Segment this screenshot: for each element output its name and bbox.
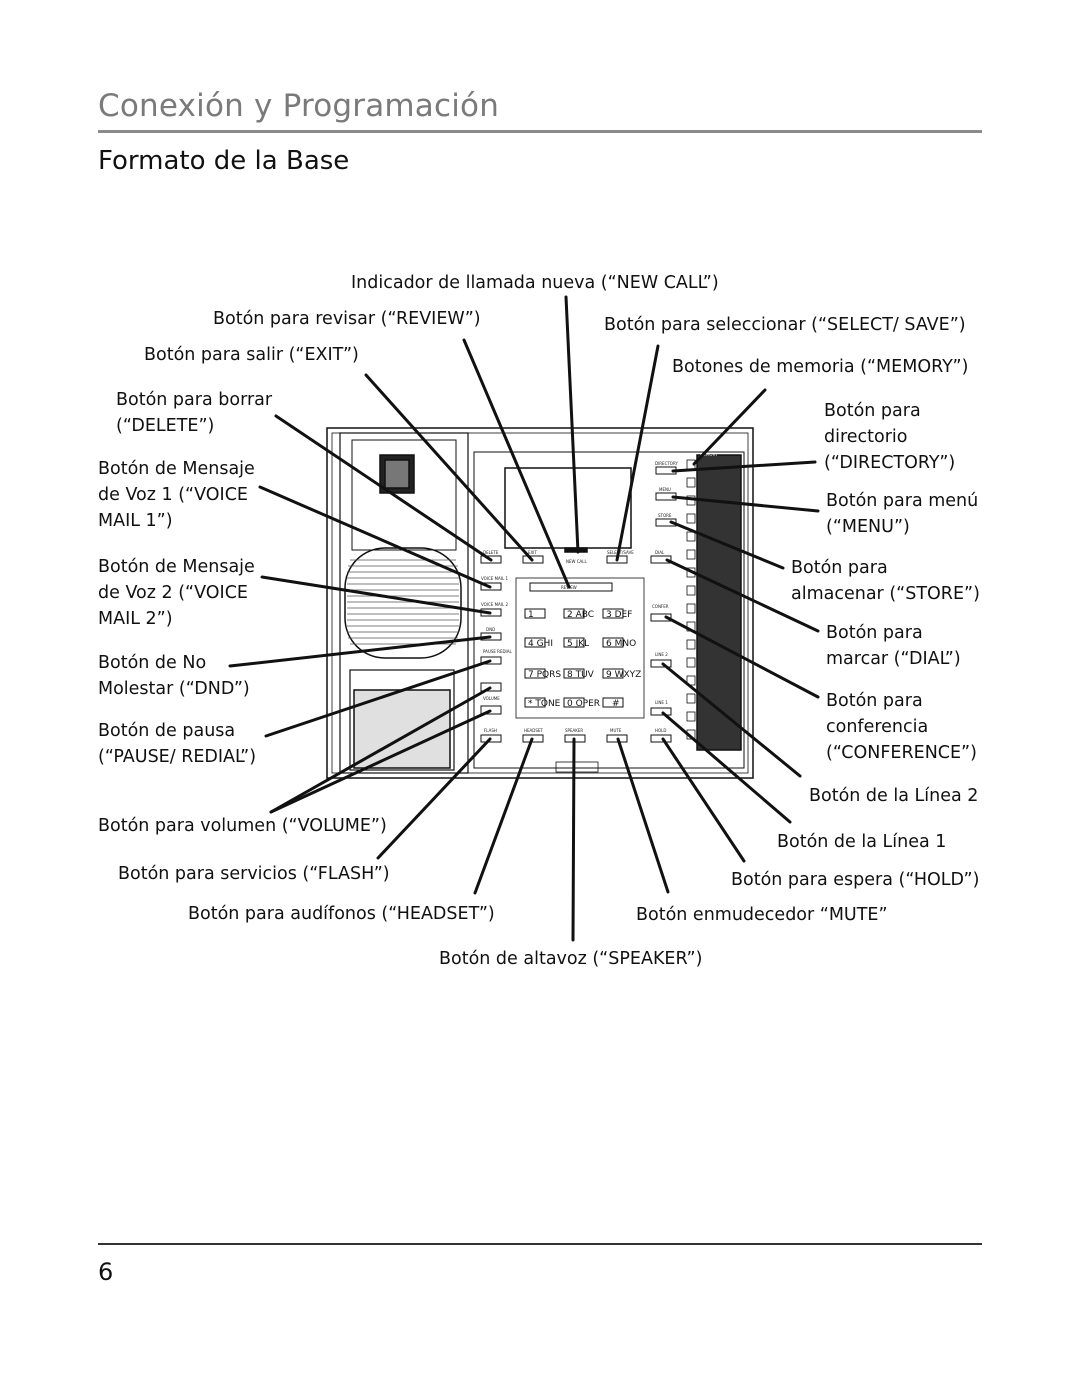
grille-lines [347,559,459,645]
phone-label-line-1: LINE 1 [655,700,668,705]
key-8: 8 TUV [567,670,595,680]
phone-label-menu: MENU [659,487,671,492]
callout-mute: Botón enmudecedor “MUTE” [636,905,888,925]
callout-store-line-1: Botón para [791,558,888,578]
callout-dial-line-2: marcar (“DIAL”) [826,649,961,669]
page-heading: Formato de la Base [98,146,350,176]
memory-keys [686,459,696,740]
callout-voicemail1-line-1: Botón de Mensaje [98,459,255,479]
phone-label-pause-redial: PAUSE REDIAL [483,649,512,654]
callout-conference-line-1: Botón para [826,691,923,711]
callout-pause-line-2: (“PAUSE/ REDIAL”) [98,747,257,767]
callout-voicemail2-line-3: MAIL 2”) [98,609,173,629]
phone-label-new-call: NEW CALL [566,559,588,564]
callout-volume: Botón para volumen (“VOLUME”) [98,816,387,836]
callout-menu-line-2: (“MENU”) [826,517,910,537]
phone-label-volume: VOLUME [483,696,500,701]
key-7: 7 PQRS [528,670,561,680]
callout-conference-line-3: (“CONFERENCE”) [826,743,977,763]
page-number: 6 [98,1258,114,1286]
phone-label-voice-mail-2: VOICE MAIL 2 [481,602,508,607]
key-6: 6 MNO [606,639,636,649]
callout-hold: Botón para espera (“HOLD”) [731,870,980,890]
callout-pause-line-1: Botón de pausa [98,721,236,741]
callout-directory-line-1: Botón para [824,401,921,421]
callout-review: Botón para revisar (“REVIEW”) [213,309,481,329]
phone-label-headset: HEADSET [524,728,543,733]
phone-label-dnd: DND [486,627,495,632]
title-rule [98,130,982,133]
phone-label-conference: CONFER [652,604,669,609]
leader-lines [228,295,820,942]
callout-delete-line-2: (“DELETE”) [116,416,215,436]
key-1: 1 [528,610,534,620]
callout-store-line-2: almacenar (“STORE”) [791,584,980,604]
callout-headset: Botón para audífonos (“HEADSET”) [188,904,495,924]
key-2: 2 ABC [567,610,594,620]
callout-select-save: Botón para seleccionar (“SELECT/ SAVE”) [604,315,966,335]
phone-label-line-2: LINE 2 [655,652,668,657]
phone-label-hold: HOLD [655,728,666,733]
phone-label-exit: EXIT [528,550,537,555]
callout-line-1: Botón de la Línea 1 [777,832,947,852]
phone-label-store: STORE [658,513,672,518]
callout-delete-line-1: Botón para borrar [116,390,273,410]
callout-voicemail2-line-2: de Voz 2 (“VOICE [98,583,248,603]
callout-menu-line-1: Botón para menú [826,491,979,511]
phone-label-dial: DIAL [655,550,665,555]
callout-dial-line-1: Botón para [826,623,923,643]
callout-exit: Botón para salir (“EXIT”) [144,345,359,365]
phone-label-memory: MEMORY [700,452,718,457]
key-4: 4 GHI [528,639,553,649]
callout-dnd-line-1: Botón de No [98,653,207,673]
callout-voicemail2-line-1: Botón de Mensaje [98,557,255,577]
key-5: 5 JKL [567,639,589,649]
callout-voicemail1-line-2: de Voz 1 (“VOICE [98,485,248,505]
key-3: 3 DEF [606,610,632,620]
key-star: * TONE [528,699,561,709]
callout-line-2: Botón de la Línea 2 [809,786,979,806]
section-title: Conexión y Programación [98,88,500,124]
callout-new-call: Indicador de llamada nueva (“NEW CALL”) [351,273,719,293]
callout-memory: Botones de memoria (“MEMORY”) [672,357,969,377]
callout-conference-line-2: conferencia [826,717,929,737]
callout-voicemail1-line-3: MAIL 1”) [98,511,173,531]
phone-label-mute: MUTE [610,728,622,733]
key-hash: # [612,699,620,709]
phone-label-directory: DIRECTORY [655,461,678,466]
callout-directory-line-2: directorio [824,427,908,447]
phone-label-flash: FLASH [484,728,497,733]
phone-label-select-save: SELECT/SAVE [607,550,634,555]
phone-label-speaker: SPEAKER [565,728,583,733]
phone-label-voice-mail-1: VOICE MAIL 1 [481,576,508,581]
phone-body [326,427,754,779]
key-0: 0 OPER [567,699,600,709]
footer-rule [98,1243,982,1245]
phone-label-delete: DELETE [483,550,499,555]
callout-speaker: Botón de altavoz (“SPEAKER”) [439,949,703,969]
key-9: 9 WXYZ [606,670,641,680]
callout-flash: Botón para servicios (“FLASH”) [118,864,390,884]
callout-directory-line-3: (“DIRECTORY”) [824,453,956,473]
callout-dnd-line-2: Molestar (“DND”) [98,679,250,699]
